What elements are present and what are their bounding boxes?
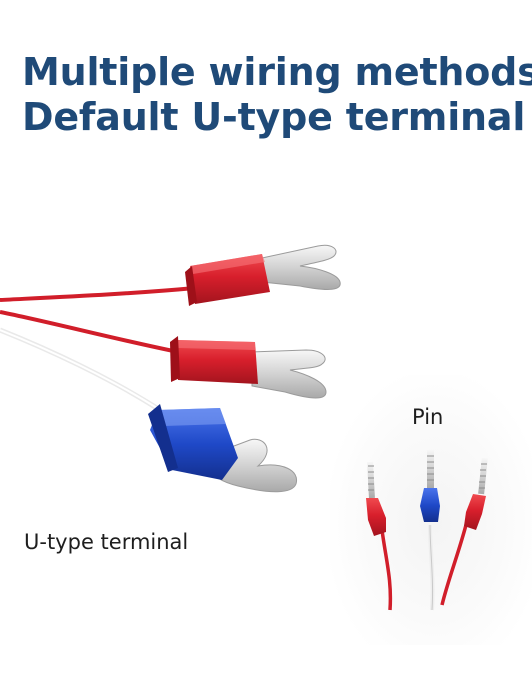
u-type-terminal-red-top	[185, 244, 341, 306]
headline: Multiple wiring methods Default U-type t…	[22, 50, 532, 140]
pin-terminal-blue	[420, 450, 440, 611]
u-type-terminal-red-middle	[170, 336, 327, 399]
headline-line-1: Multiple wiring methods	[22, 50, 532, 94]
u-type-terminal-label: U-type terminal	[24, 530, 189, 554]
headline-line-2: Default U-type terminal	[22, 95, 526, 139]
pin-terminal-red-right	[440, 457, 488, 606]
pin-label: Pin	[412, 405, 444, 429]
u-type-terminal-blue	[148, 404, 297, 493]
pin-terminal-red-left	[366, 461, 393, 611]
wire-red-2	[0, 310, 179, 354]
wire-red-1	[0, 286, 196, 302]
